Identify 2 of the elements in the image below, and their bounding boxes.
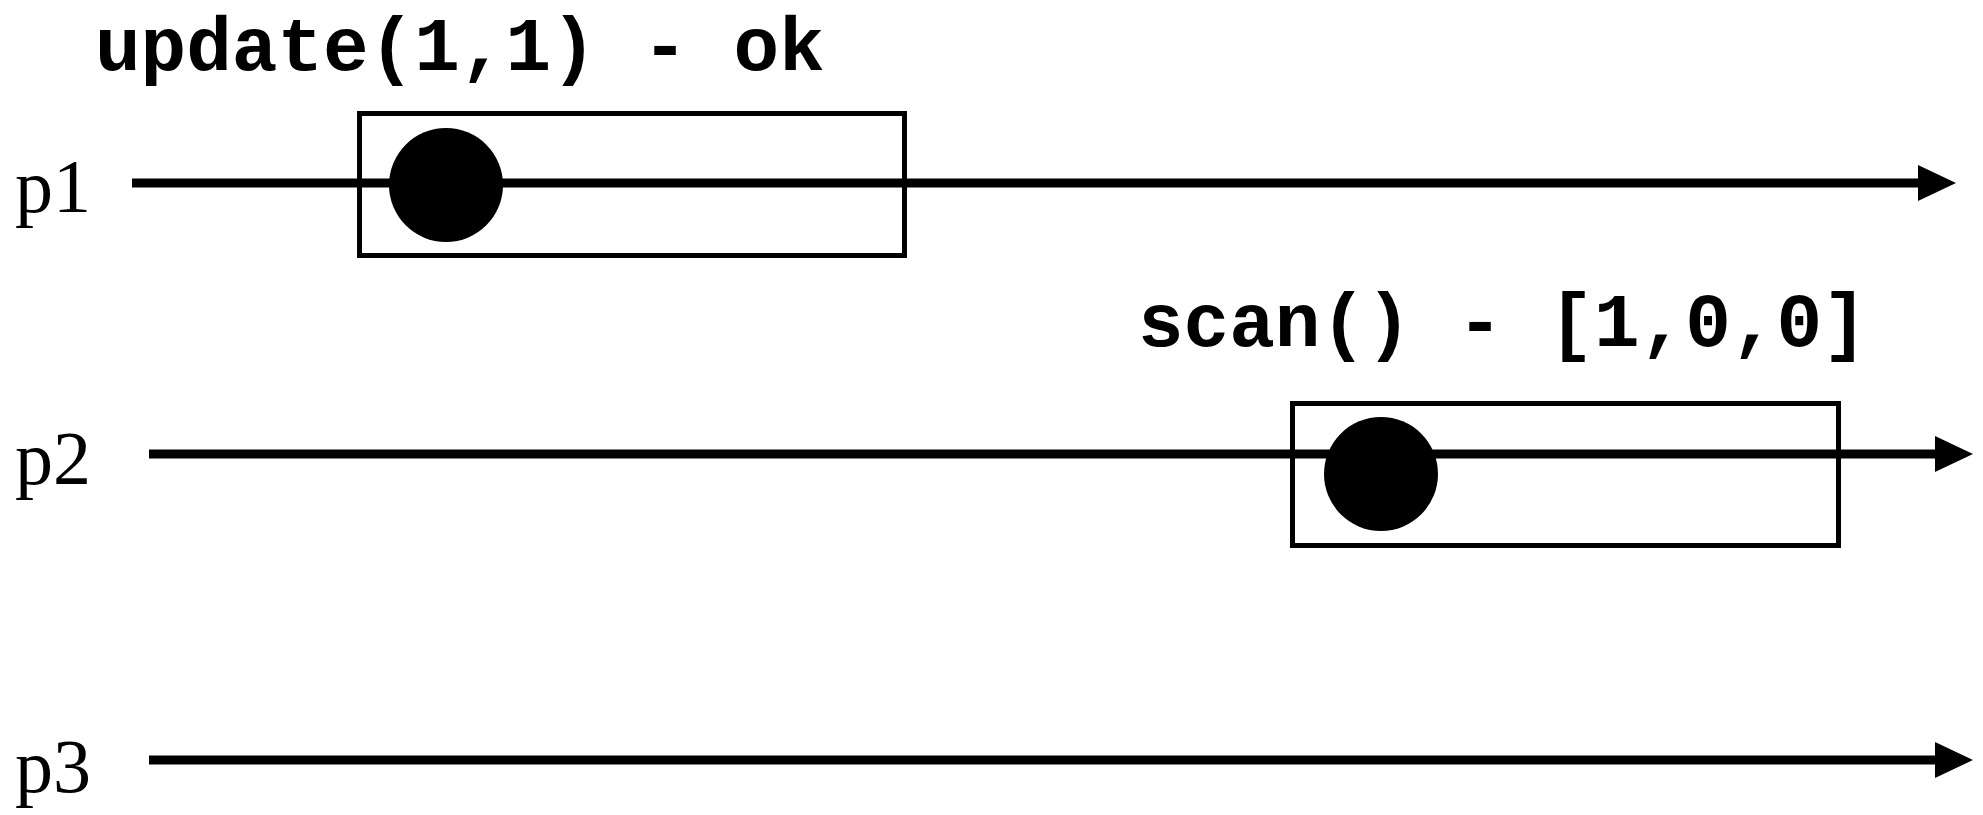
operation-label: scan() - [1,0,0] — [1138, 288, 1868, 364]
operation-label: update(1,1) - ok — [95, 12, 825, 88]
